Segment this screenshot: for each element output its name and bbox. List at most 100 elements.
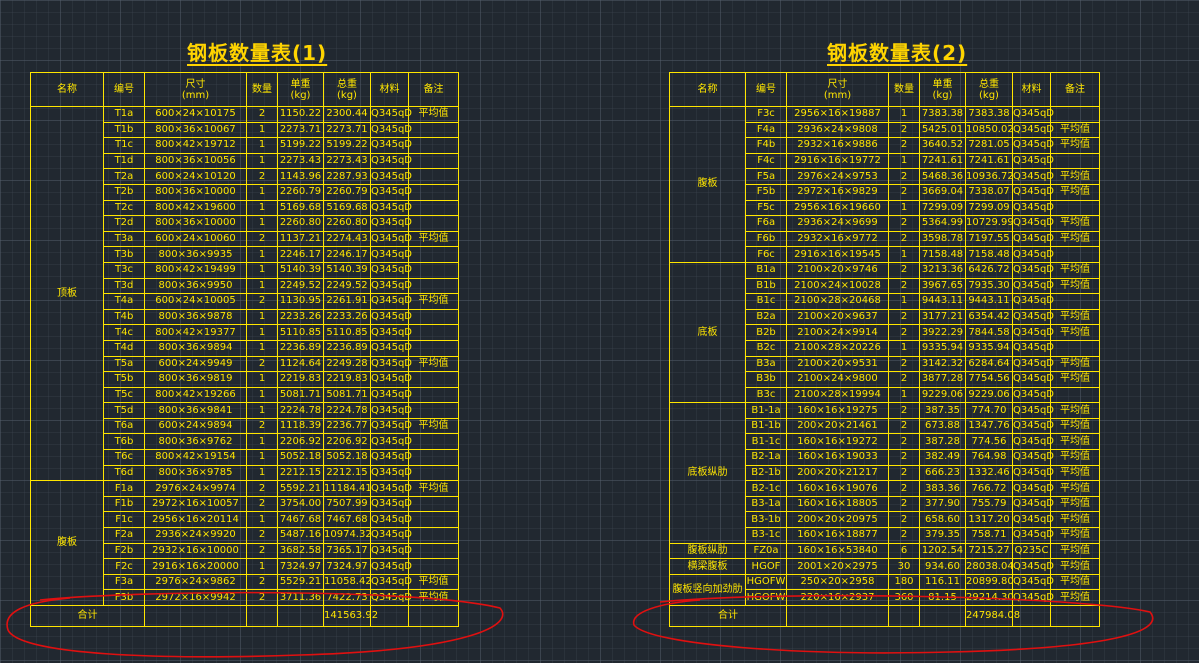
header-size: 尺寸(mm): [786, 72, 889, 107]
cell-qty: 2: [888, 495, 920, 513]
cell-remark: 平均值: [1050, 137, 1100, 154]
cell-material: Q345qD: [1012, 449, 1054, 466]
cell-unit-weight: 1130.95: [277, 293, 324, 310]
cell-qty: 1: [246, 215, 278, 232]
cell-remark: [408, 558, 459, 575]
cell-total-weight: 7935.30: [965, 277, 1013, 295]
cell-size: 800×36×9935: [144, 246, 247, 263]
cell-size: 2976×24×9753: [786, 168, 889, 185]
cell-size: 2972×16×9829: [786, 183, 889, 201]
cell-size: 600×24×10175: [144, 106, 247, 123]
cell-remark: [408, 246, 459, 263]
cell-material: Q345qD: [370, 495, 412, 513]
cell-total-weight: 7754.56: [965, 371, 1013, 388]
cell-total-weight: 7197.55: [965, 230, 1013, 248]
cell-unit-weight: 1202.54: [919, 542, 966, 560]
cell-remark: [408, 339, 459, 357]
cell-unit-weight: 7383.38: [919, 106, 966, 123]
cell-material: Q345qD: [370, 324, 412, 341]
table2-title: 钢板数量表(2): [827, 41, 968, 65]
cell-remark: 平均值: [408, 355, 459, 373]
cell-material: Q345qD: [370, 230, 412, 248]
cell-material: Q345qD: [370, 355, 412, 373]
cell-size: 160×16×53840: [786, 542, 889, 560]
cell-size: 800×36×9894: [144, 339, 247, 357]
cell-material: Q345qD: [1012, 339, 1054, 357]
cell-code: T6c: [103, 449, 145, 466]
cell-unit-weight: 5169.68: [277, 199, 324, 217]
cell-size: 2956×16×20114: [144, 511, 247, 529]
cell-code: T4c: [103, 324, 145, 341]
cell-unit-weight: 7467.68: [277, 511, 324, 529]
cell-code: T6b: [103, 433, 145, 451]
cell-remark: 平均值: [1050, 371, 1100, 388]
cell-unit-weight: 3598.78: [919, 230, 966, 248]
header-name: 名称: [30, 72, 104, 107]
cell-size: 2916×16×20000: [144, 558, 247, 575]
cell-unit-weight: 5425.01: [919, 121, 966, 139]
cell-qty: 1: [246, 324, 278, 341]
cell-code: B1-1b: [745, 417, 787, 435]
header-unit-weight: 单重(kg): [277, 72, 324, 107]
cell-remark: 平均值: [1050, 308, 1100, 326]
cell-code: HGOFW: [745, 573, 787, 591]
cell-remark: [408, 386, 459, 404]
cell-size: 160×16×19033: [786, 449, 889, 466]
cell-code: B3-1a: [745, 495, 787, 513]
cell-size: 2100×24×10028: [786, 277, 889, 295]
cell-unit-weight: 3142.32: [919, 355, 966, 373]
cell-unit-weight: 5468.36: [919, 168, 966, 185]
cell-qty: 2: [246, 495, 278, 513]
cell-size: 160×16×19076: [786, 480, 889, 497]
cell-size: 800×36×10056: [144, 152, 247, 170]
cell-material: Q345qD: [370, 542, 412, 560]
cell-unit-weight: 5081.71: [277, 386, 324, 404]
cell-unit-weight: 3877.28: [919, 371, 966, 388]
cell-remark: 平均值: [1050, 168, 1100, 185]
cell-material: Q345qD: [370, 152, 412, 170]
cell-total-weight: 2260.79: [323, 183, 371, 201]
cell-qty: 2: [888, 371, 920, 388]
cell-material: Q345qD: [1012, 558, 1054, 575]
cell-unit-weight: 2219.83: [277, 371, 324, 388]
cell-remark: [408, 199, 459, 217]
cell-size: 160×16×19272: [786, 433, 889, 451]
cell-qty: 2: [888, 121, 920, 139]
cell-unit-weight: 382.49: [919, 449, 966, 466]
cell-remark: [408, 542, 459, 560]
cell-material: Q345qD: [370, 215, 412, 232]
cell-code: T4d: [103, 339, 145, 357]
cell-material: Q345qD: [370, 371, 412, 388]
cell-size: 600×24×10060: [144, 230, 247, 248]
cell-remark: [408, 168, 459, 185]
header-total-weight: 总重(kg): [323, 72, 371, 107]
total-empty-remark: [408, 605, 459, 627]
cell-remark: [1050, 386, 1100, 404]
cell-size: 200×20×21217: [786, 464, 889, 482]
cell-total-weight: 2261.91: [323, 293, 371, 310]
cell-remark: 平均值: [1050, 464, 1100, 482]
cell-qty: 2: [246, 168, 278, 185]
cell-size: 800×36×9762: [144, 433, 247, 451]
cell-code: F2c: [103, 558, 145, 575]
cell-total-weight: 7281.05: [965, 137, 1013, 154]
cell-qty: 1: [246, 558, 278, 575]
cell-size: 160×16×18877: [786, 527, 889, 544]
cell-material: Q345qD: [1012, 152, 1054, 170]
cell-code: F5a: [745, 168, 787, 185]
cell-remark: 平均值: [408, 230, 459, 248]
cell-qty: 1: [246, 402, 278, 419]
cell-total-weight: 5081.71: [323, 386, 371, 404]
cell-material: Q345qD: [1012, 386, 1054, 404]
cell-remark: 平均值: [1050, 589, 1100, 606]
cell-total-weight: 9229.06: [965, 386, 1013, 404]
cell-material: Q345qD: [1012, 246, 1054, 263]
cell-total-weight: 10729.99: [965, 215, 1014, 232]
cell-size: 800×36×9819: [144, 371, 247, 388]
